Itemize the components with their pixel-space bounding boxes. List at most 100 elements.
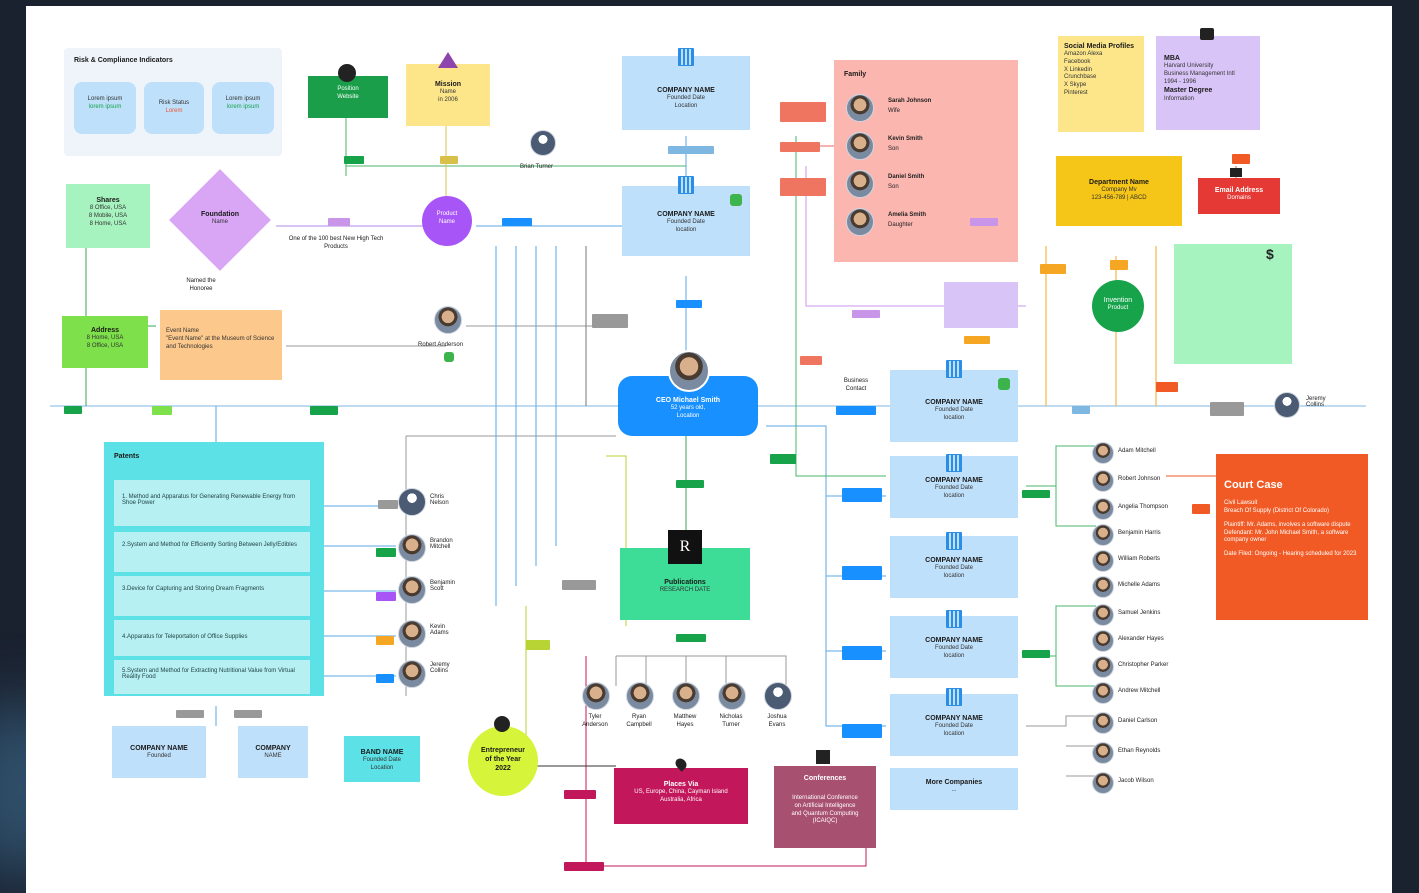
bottom-company-node[interactable]: COMPANY NAME Founded (112, 726, 206, 778)
company-node-right[interactable]: COMPANY NAME Founded Date location (890, 370, 1018, 442)
address-node[interactable]: Address 8 Home, USA 8 Office, USA (62, 316, 148, 368)
employee-name[interactable]: Michelle Adams (1118, 582, 1161, 588)
social-item[interactable]: X Skype (1064, 82, 1087, 89)
researchgate-logo: R (668, 530, 702, 564)
entrepreneur-node[interactable]: Entrepreneur of the Year 2022 (468, 726, 538, 796)
dollar-icon: $ (1266, 246, 1274, 262)
building-icon (946, 454, 962, 472)
thumbs-up-icon (730, 194, 742, 206)
company-top-line2: Location (674, 102, 698, 109)
court-case-panel[interactable]: Court Case Civil Lawsuit Breach Of Suppl… (1216, 454, 1368, 620)
avatar (1092, 498, 1114, 520)
events-node[interactable] (944, 282, 1018, 328)
connector-tag (842, 646, 882, 660)
company-node-right[interactable]: COMPANY NAME Founded Date location (890, 536, 1018, 598)
mission-node[interactable]: Mission Name in 2006 (406, 64, 490, 126)
connector-tag (842, 566, 882, 580)
avatar (846, 132, 874, 160)
company-node-top[interactable]: COMPANY NAME Founded Date Location (622, 56, 750, 130)
connector-tag (836, 406, 876, 415)
family-member-role: Daughter (888, 222, 913, 228)
position-node[interactable]: Position Website (308, 76, 388, 118)
employee-name[interactable]: William Roberts (1118, 556, 1161, 562)
brian-name: Brian Turner (520, 164, 554, 170)
avatar (398, 660, 426, 688)
employee-name[interactable]: Jacob Wilson (1118, 778, 1154, 784)
patent-item[interactable]: 5.System and Method for Extracting Nutri… (114, 660, 310, 694)
conference-node[interactable]: Conferences International Conference on … (774, 766, 876, 848)
connector-tag (378, 500, 398, 509)
employee-name[interactable]: Samuel Jenkins (1118, 610, 1161, 616)
patent-item[interactable]: 4.Apparatus for Teleportation of Office … (114, 620, 310, 656)
bottom-company-node[interactable]: COMPANY NAME (238, 726, 308, 778)
connector-tag (770, 454, 796, 464)
patent-item[interactable]: 2.System and Method for Efficiently Sort… (114, 532, 310, 572)
email-node[interactable]: Email Address Domains (1198, 178, 1280, 214)
connector-tag (376, 674, 394, 683)
avatar (668, 350, 710, 392)
risk-card-2-value: Lorem (165, 107, 183, 114)
connector-tag (842, 488, 882, 502)
company-top-line1: Founded Date (666, 95, 706, 102)
avatar (672, 682, 700, 710)
avatar (1092, 442, 1114, 464)
avatar (764, 682, 792, 710)
social-item[interactable]: Crunchbase (1064, 74, 1097, 81)
patent-item[interactable]: 3.Device for Capturing and Storing Dream… (114, 576, 310, 616)
invention-line1: Product (1107, 305, 1129, 312)
band-node[interactable]: BAND NAME Founded Date Location (344, 736, 420, 782)
employee-name[interactable]: Benjamin Harris (1118, 530, 1161, 536)
family-member-role: Son (888, 184, 899, 190)
product-node[interactable]: Product Name (422, 196, 472, 246)
shares-node[interactable]: Shares 8 Office, USA 8 Mobile, USA 8 Hom… (66, 184, 150, 248)
employee-name[interactable]: Daniel Carlson (1118, 718, 1158, 724)
company-right-line1: Founded Date (934, 485, 974, 492)
social-item[interactable]: Amazon Alexa (1064, 51, 1103, 58)
employee-name[interactable]: Christopher Parker (1118, 662, 1169, 668)
department-node[interactable]: Department Name Company Mv 123-456-789 |… (1056, 156, 1182, 226)
connector-tag (1192, 504, 1210, 514)
avatar (718, 682, 746, 710)
company-right-line1: Founded Date (934, 407, 974, 414)
connector-tag (970, 218, 998, 226)
avatar (846, 94, 874, 122)
social-item[interactable]: Facebook (1064, 58, 1091, 65)
company-node-second[interactable]: COMPANY NAME Founded Date location (622, 186, 750, 256)
risk-card-3-label: Lorem ipsum (225, 96, 261, 102)
avatar (626, 682, 654, 710)
social-item[interactable]: Pinterest (1064, 90, 1088, 97)
connector-tag (152, 406, 172, 415)
employee-name[interactable]: Alexander Hayes (1118, 636, 1164, 642)
thumbs-up-icon (444, 352, 454, 362)
connector-tag (676, 300, 702, 308)
court-line3: Plaintiff: Mr. Adams, involves a softwar… (1224, 521, 1351, 528)
address-line1: 8 Home, USA (86, 335, 124, 342)
avatar (398, 488, 426, 516)
connector-tag (1072, 406, 1090, 414)
author-first: Nicholas (719, 714, 743, 720)
more-companies-node[interactable]: More Companies ... (890, 768, 1018, 810)
social-item[interactable]: X Linkedin (1064, 66, 1093, 73)
employee-name[interactable]: Angelia Thompson (1118, 504, 1168, 510)
employee-name[interactable]: Robert Johnson (1118, 476, 1161, 482)
employee-name[interactable]: Adam Mitchell (1118, 448, 1156, 454)
risk-compliance-panel: Risk & Compliance Indicators Lorem ipsum… (64, 48, 282, 156)
bottom-company-line1: Founded (147, 753, 171, 760)
inventor-name: Jeremy Collins (430, 662, 450, 674)
employee-name[interactable]: Andrew Mitchell (1118, 688, 1161, 694)
award-node[interactable]: Event Name "Event Name" at the Museum of… (160, 310, 282, 380)
employee-name[interactable]: Ethan Reynolds (1118, 748, 1161, 754)
invention-node[interactable]: Invention Product (1092, 280, 1144, 332)
ceo-line2: Location (676, 412, 700, 419)
company-right-line2: location (943, 652, 965, 659)
court-line5: Date Filed: Ongoing - Hearing scheduled … (1224, 551, 1357, 558)
social-title: Social Media Profiles (1064, 43, 1135, 50)
connector-tag (376, 548, 396, 557)
avatar (1092, 712, 1114, 734)
company-right-title: COMPANY NAME (925, 477, 983, 484)
product-title: Product (436, 211, 458, 217)
places-node[interactable]: Places Via US, Europe, China, Cayman Isl… (614, 768, 748, 824)
invention-title: Invention (1103, 297, 1133, 304)
company-second-line1: Founded Date (666, 219, 706, 226)
patent-item[interactable]: 1. Method and Apparatus for Generating R… (114, 480, 310, 526)
